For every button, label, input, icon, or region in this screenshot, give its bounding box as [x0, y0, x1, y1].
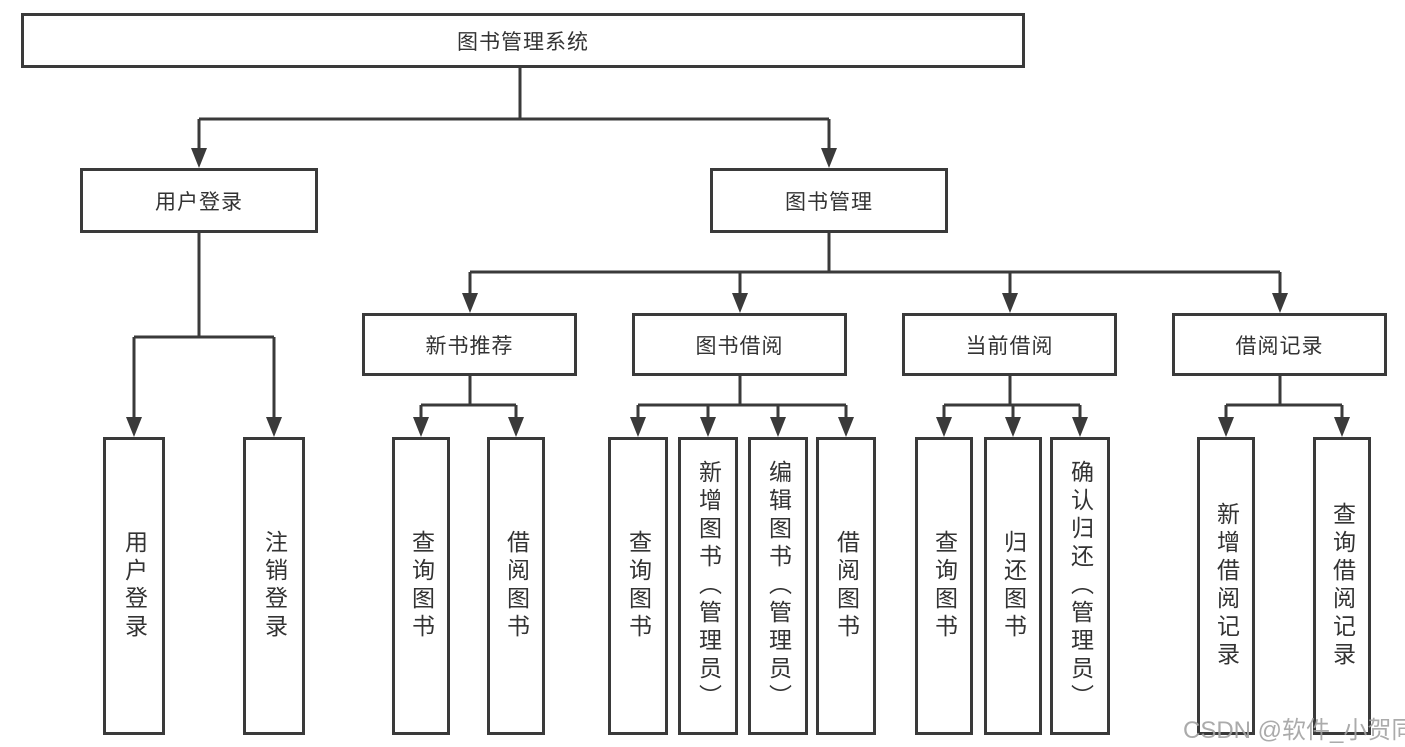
node-user-login-module: 用户登录: [80, 168, 318, 233]
node-leaf-query-books-3: 查询图书: [915, 437, 973, 735]
node-borrowing-records: 借阅记录: [1172, 313, 1387, 376]
node-book-borrowing: 图书借阅: [632, 313, 847, 376]
node-leaf-add-borrow-record: 新增借阅记录: [1197, 437, 1255, 735]
node-leaf-query-books-2: 查询图书: [608, 437, 668, 735]
node-current-borrowing: 当前借阅: [902, 313, 1117, 376]
node-leaf-add-book-admin: 新增图书（管理员）: [678, 437, 738, 735]
node-leaf-confirm-return-admin: 确认归还（管理员）: [1050, 437, 1110, 735]
connector-newbook-to-leaves: [419, 376, 518, 421]
connector-borrowing-to-leaves: [636, 376, 848, 421]
node-leaf-query-borrow-record: 查询借阅记录: [1313, 437, 1371, 735]
node-library-management-system: 图书管理系统: [21, 13, 1025, 68]
csdn-watermark: CSDN @软件_小贺同学: [1183, 717, 1405, 744]
node-book-management-module: 图书管理: [710, 168, 948, 233]
connector-root-to-level2: [197, 68, 831, 152]
connector-current-to-leaves: [942, 376, 1082, 421]
node-leaf-borrow-books-2: 借阅图书: [816, 437, 876, 735]
node-leaf-borrow-books-1: 借阅图书: [487, 437, 545, 735]
connector-records-to-leaves: [1224, 376, 1344, 421]
node-new-book-recommendation: 新书推荐: [362, 313, 577, 376]
node-leaf-user-login: 用户登录: [103, 437, 165, 735]
connector-bookmgmt-to-level3: [468, 233, 1282, 297]
node-leaf-query-books-1: 查询图书: [392, 437, 450, 735]
connector-userlogin-to-leaves: [132, 233, 276, 421]
node-leaf-logout: 注销登录: [243, 437, 305, 735]
node-leaf-edit-book-admin: 编辑图书（管理员）: [748, 437, 808, 735]
arrowheads: [126, 148, 1350, 437]
node-leaf-return-books: 归还图书: [984, 437, 1042, 735]
